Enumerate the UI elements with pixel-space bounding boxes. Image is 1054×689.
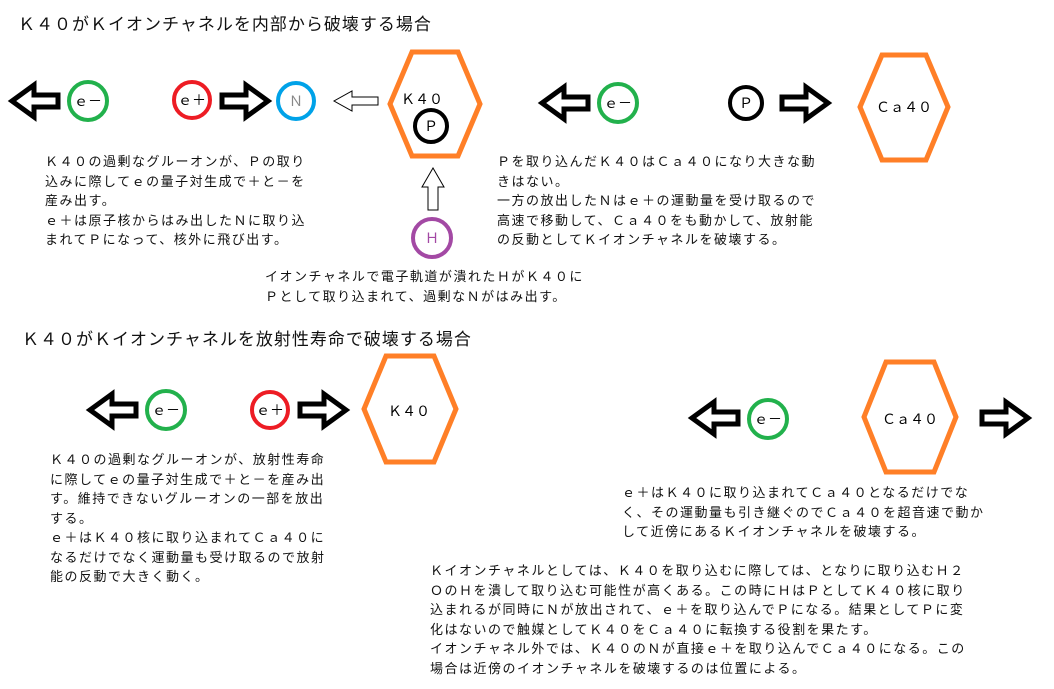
- arrow-left-icon: [692, 402, 738, 434]
- k40-label: Ｋ４０: [401, 92, 443, 108]
- k40-nucleus: Ｋ４０: [361, 353, 459, 465]
- arrow-right-icon: [300, 394, 346, 426]
- text-line: Ｋ４０の過剰なグルーオンが、放射性寿命: [50, 453, 326, 468]
- text-line: Ｋ４０の過剰なグルーオンが、Ｐの取り: [45, 155, 306, 170]
- arrow-right-icon: [982, 402, 1028, 434]
- text-line: イオンチャネル外では、Ｋ４０のＮが直接ｅ＋を取り込んでＣａ４０になる。この: [430, 642, 966, 657]
- text-line: ｅ＋は原子核からはみ出したＮに取り込: [45, 213, 307, 229]
- text-line: ｅ＋はＫ４０核に取り込まれてＣａ４０に: [50, 531, 326, 546]
- arrow-left-icon: [12, 85, 58, 117]
- text-line: まれてＰになって、核外に飛び出す。: [45, 233, 289, 248]
- hydrogen-particle: Ｈ: [411, 217, 453, 259]
- text-line: イオンチャネルで電子軌道が潰れたＨがＫ４０に: [265, 270, 584, 285]
- proton-particle: Ｐ: [728, 85, 764, 121]
- positron-particle: ｅ＋: [172, 80, 212, 120]
- electron-label: ｅ－: [152, 403, 180, 419]
- text-line: 高速で移動して、Ｃａ４０をも動かして、放射能: [497, 213, 814, 229]
- electron-particle: ｅ－: [597, 82, 639, 124]
- electron-label: ｅ－: [604, 96, 632, 112]
- positron-label: ｅ＋: [256, 403, 284, 419]
- k40-label: Ｋ４０: [388, 404, 430, 420]
- text-line: の反動としてＫイオンチャネルを破壊する。: [497, 233, 787, 248]
- proton-label: Ｐ: [424, 119, 438, 135]
- text-line: して近傍にあるＫイオンチャネルを破壊する。: [622, 525, 926, 540]
- arrow-left-icon: [90, 394, 136, 426]
- neutron-label: Ｎ: [289, 94, 303, 110]
- text-line: する。: [50, 511, 94, 527]
- electron-particle: ｅ－: [145, 389, 187, 431]
- text-line: く、その運動量も引き継ぐのでＣａ４０を超音速で動か: [622, 505, 985, 521]
- text-line: 込みに際してｅの量子対生成で＋と－を: [45, 174, 306, 190]
- text-line: す。維持できないグルーオンの一部を放出: [50, 492, 325, 507]
- section2-text-right: ｅ＋はＫ４０に取り込まれてＣａ４０となるだけでな く、その運動量も引き継ぐのでＣ…: [622, 484, 985, 543]
- arrow-left-icon: [542, 87, 588, 119]
- ca40-label: Ｃａ４０: [876, 100, 932, 116]
- section2-title: Ｋ４０がＫイオンチャネルを放射性寿命で破壊する場合: [22, 330, 472, 350]
- text-line: に際してｅの量子対生成で＋と－を産み出: [50, 472, 326, 488]
- ca40-label: Ｃａ４０: [882, 412, 938, 428]
- electron-particle: ｅ－: [747, 398, 789, 440]
- text-line: きはない。: [497, 174, 570, 190]
- electron-particle: ｅ－: [67, 80, 109, 122]
- text-line: 場合は近傍のイオンチャネルを破壊するのは位置による。: [430, 661, 807, 677]
- section2-text-left: Ｋ４０の過剰なグルーオンが、放射性寿命 に際してｅの量子対生成で＋と－を産み出 …: [50, 451, 326, 588]
- text-line: ｅ＋はＫ４０に取り込まれてＣａ４０となるだけでな: [622, 486, 970, 501]
- ca40-nucleus: Ｃａ４０: [857, 52, 951, 163]
- text-line: Ｐを取り込んだＫ４０はＣａ４０になり大きな動: [497, 155, 817, 170]
- electron-label: ｅ－: [74, 94, 102, 110]
- text-line: ＯのＨを潰して取り込む可能性が高くある。この時にＨはＰとしてＫ４０核に取り: [430, 583, 966, 599]
- section1-text-left: Ｋ４０の過剰なグルーオンが、Ｐの取り 込みに際してｅの量子対生成で＋と－を 産み…: [45, 153, 306, 251]
- arrow-right-icon: [222, 85, 268, 117]
- thin-arrow-left-icon: [332, 90, 379, 112]
- section2-text-bottom: Ｋイオンチャネルとしては、Ｋ４０を取り込むに際しては、となりに取り込むＨ２ Ｏの…: [430, 562, 966, 679]
- proton-label: Ｐ: [739, 96, 753, 112]
- text-line: 込まれるが同時にＮが放出されて、ｅ＋を取り込んでＰになる。結果としてＰに変: [430, 603, 965, 618]
- text-line: Ｋイオンチャネルとしては、Ｋ４０を取り込むに際しては、となりに取り込むＨ２: [430, 564, 965, 579]
- hydrogen-label: Ｈ: [425, 231, 439, 247]
- text-line: 一方の放出したＮはｅ＋の運動量を受け取るので: [497, 194, 817, 209]
- text-line: 能の反動で大きく動く。: [50, 570, 210, 585]
- section1-text-center: イオンチャネルで電子軌道が潰れたＨがＫ４０に Ｐとして取り込まれて、過剰なＮがは…: [265, 268, 584, 307]
- ca40-nucleus: Ｃａ４０: [861, 359, 959, 475]
- electron-label: ｅ－: [754, 412, 782, 428]
- section1-title: Ｋ４０がＫイオンチャネルを内部から破壊する場合: [18, 15, 432, 35]
- arrow-right-icon: [782, 87, 828, 119]
- thin-arrow-up-icon: [421, 167, 445, 211]
- text-line: 産み出す。: [45, 194, 117, 209]
- text-line: Ｐとして取り込まれて、過剰なＮがはみ出す。: [265, 289, 567, 305]
- neutron-particle: Ｎ: [276, 81, 316, 121]
- section1-text-right: Ｐを取り込んだＫ４０はＣａ４０になり大きな動 きはない。 一方の放出したＮはｅ＋…: [497, 153, 816, 251]
- positron-label: ｅ＋: [178, 93, 206, 109]
- k40-nucleus: Ｋ４０ Ｐ: [387, 49, 483, 159]
- text-line: 化はないので触媒としてＫ４０をＣａ４０に転換する役割を果たす。: [430, 622, 878, 638]
- positron-particle: ｅ＋: [250, 390, 290, 430]
- text-line: なるだけでなく運動量も受け取るので放射: [50, 550, 326, 566]
